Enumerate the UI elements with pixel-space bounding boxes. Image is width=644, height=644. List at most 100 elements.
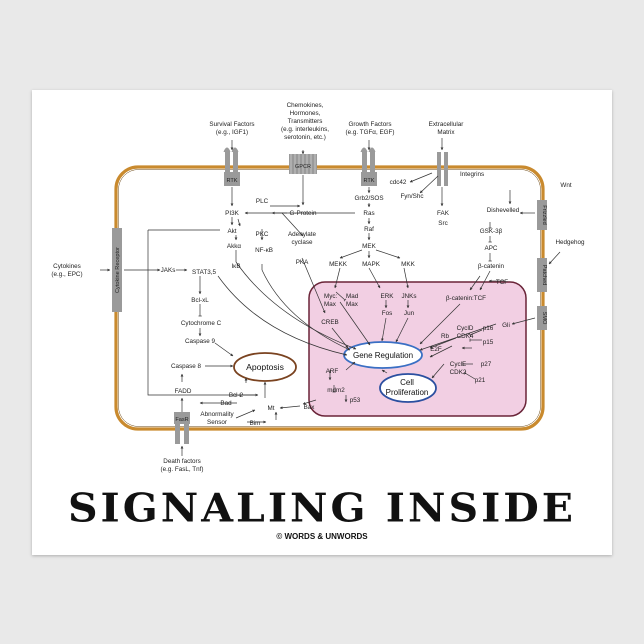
fas-receptor: FasR [174,412,190,444]
mt-label: Mt [268,405,275,412]
hedgehog-label: Hedgehog [555,239,585,246]
poster-title: SIGNALING INSIDE [67,485,577,531]
nucleus-labels: Myc: Mad Max Max ERK Fos JNKs Jun β-cate… [321,293,510,404]
pkc-label: PKC [256,231,269,238]
erk-label: ERK [381,293,395,300]
e2f-label: E2F [430,346,442,353]
smo-receptor: SMO [537,306,547,330]
frizzled-receptor: Frizzled [537,200,547,230]
akka-label: Akkα [227,243,241,250]
grb2-label: Grb2/SOS [354,195,383,202]
ikb-label: IκB [231,263,240,270]
cycld-label: CyclD [457,325,474,332]
beta-catenin-label: β-catenin [478,263,505,270]
integrins-label: Integrins [460,171,484,178]
dishevelled-label: Dishevelled [487,207,520,214]
rtk-right-label: RTK [363,178,374,184]
fyn-label: Fyn/Shc [400,193,423,200]
cytokines-label: Cytokines [53,263,81,270]
growth-factors-label: Growth Factors [348,121,391,128]
mad-label: Mad [346,293,359,300]
gprotein-label: G-Protein [290,210,317,217]
survival-factors-example: (e.g., IGF1) [216,129,248,136]
cdk4-label: CDK4 [457,333,474,340]
bclxl-label: Bcl-xL [191,297,209,304]
beta-catenin-tcf-label: β-catenin:TCF [446,295,486,302]
cell-proliferation-label-1: Cell [400,378,414,387]
cdk2-label: CDK2 [450,369,467,376]
receptor-side-labels: Integrins [460,171,484,178]
raf-label: Raf [364,226,374,233]
hormones-label: Hormones, [290,110,321,117]
interleukins-label: (e.g. interleukins, [281,126,329,133]
mek-label: MEK [362,243,376,250]
cytoplasm-labels: PI3K Akt Akkα PLC G-Protein PKC NF-κB Iκ… [161,179,520,427]
tcf-label: TCF [496,279,508,286]
gsk3b-label: GSK-3β [480,228,503,235]
cyclase-label: cyclase [292,239,313,246]
gene-regulation-label: Gene Regulation [353,351,413,360]
fak-label: FAK [437,210,450,217]
gli-label: Gli [502,322,510,329]
cytochrome-c-label: Cytochrome C [181,320,222,327]
caspase8-label: Caspase 8 [171,363,202,370]
bim-label: Bim [250,420,261,427]
arf-label: ARF [326,368,339,375]
gpcr-label: GPCR [295,164,311,170]
fasr-label: FasR [175,417,188,423]
cell-proliferation-hub [379,373,437,403]
patched-label: Patched [541,265,547,286]
rb-label: Rb [441,333,450,340]
rtk-left-label: RTK [226,178,237,184]
myc-label: Myc: [324,293,338,300]
caspase9-label: Caspase 9 [185,338,216,345]
chemokines-label: Chemokines, [287,102,324,109]
cytokines-example: (e.g., EPC) [51,271,82,278]
sensor-label: Sensor [207,419,227,426]
max-label-2: Max [346,301,359,308]
cell-proliferation-label-2: Proliferation [386,388,429,397]
apoptosis-label: Apoptosis [246,362,284,372]
p15-label: p15 [483,339,494,346]
akt-label: Akt [227,228,236,235]
apc-label: APC [485,245,498,252]
smo-label: SMO [541,312,547,325]
mekk-label: MEKK [329,261,348,268]
apoptosis-hub [233,352,297,382]
patched-receptor: Patched [537,258,547,292]
max-label-1: Max [324,301,337,308]
p53-label: p53 [350,397,361,404]
integrin-receptor [437,152,448,186]
pka-label: PKA [296,259,309,266]
cytokine-receptor: Cytokine Receptor [112,228,122,312]
mdm2-label: mdm2 [327,387,345,394]
mapk-label: MAPK [362,261,381,268]
extracellular-label: Extracellular [429,121,464,128]
cytokine-receptor-label: Cytokine Receptor [115,247,121,293]
p27-label: p27 [481,361,492,368]
growth-factors-example: (e.g. TGFα, EGF) [345,129,394,136]
cycle-label: CyclE [450,361,466,368]
adenylate-label: Adenylate [288,231,317,238]
matrix-label: Matrix [437,129,455,136]
frizzled-label: Frizzled [541,205,547,225]
serotonin-label: serotonin, etc.) [284,134,326,141]
cdc42-label: cdc42 [390,179,407,186]
jun-label: Jun [404,310,415,317]
fadd-label: FADD [175,388,192,395]
poster-credit: © WORDS & UNWORDS [276,532,368,541]
rtk-receptor-left: RTK [223,147,240,186]
ras-label: Ras [363,210,374,217]
bad-label: Bad [220,400,232,407]
p21-label: p21 [475,377,486,384]
p16-label: p16 [483,325,494,332]
death-factors-label: Death factors [163,458,200,465]
survival-factors-label: Survival Factors [209,121,254,128]
stat-label: STAT3,5 [192,269,216,276]
bax-label: Bax [304,404,316,411]
transmitters-label: Transmitters [288,118,323,125]
src-label: Src [438,220,447,227]
rtk-receptor-right: RTK [360,147,377,186]
plc-label: PLC [256,198,269,205]
nfkb-label: NF-κB [255,247,273,254]
